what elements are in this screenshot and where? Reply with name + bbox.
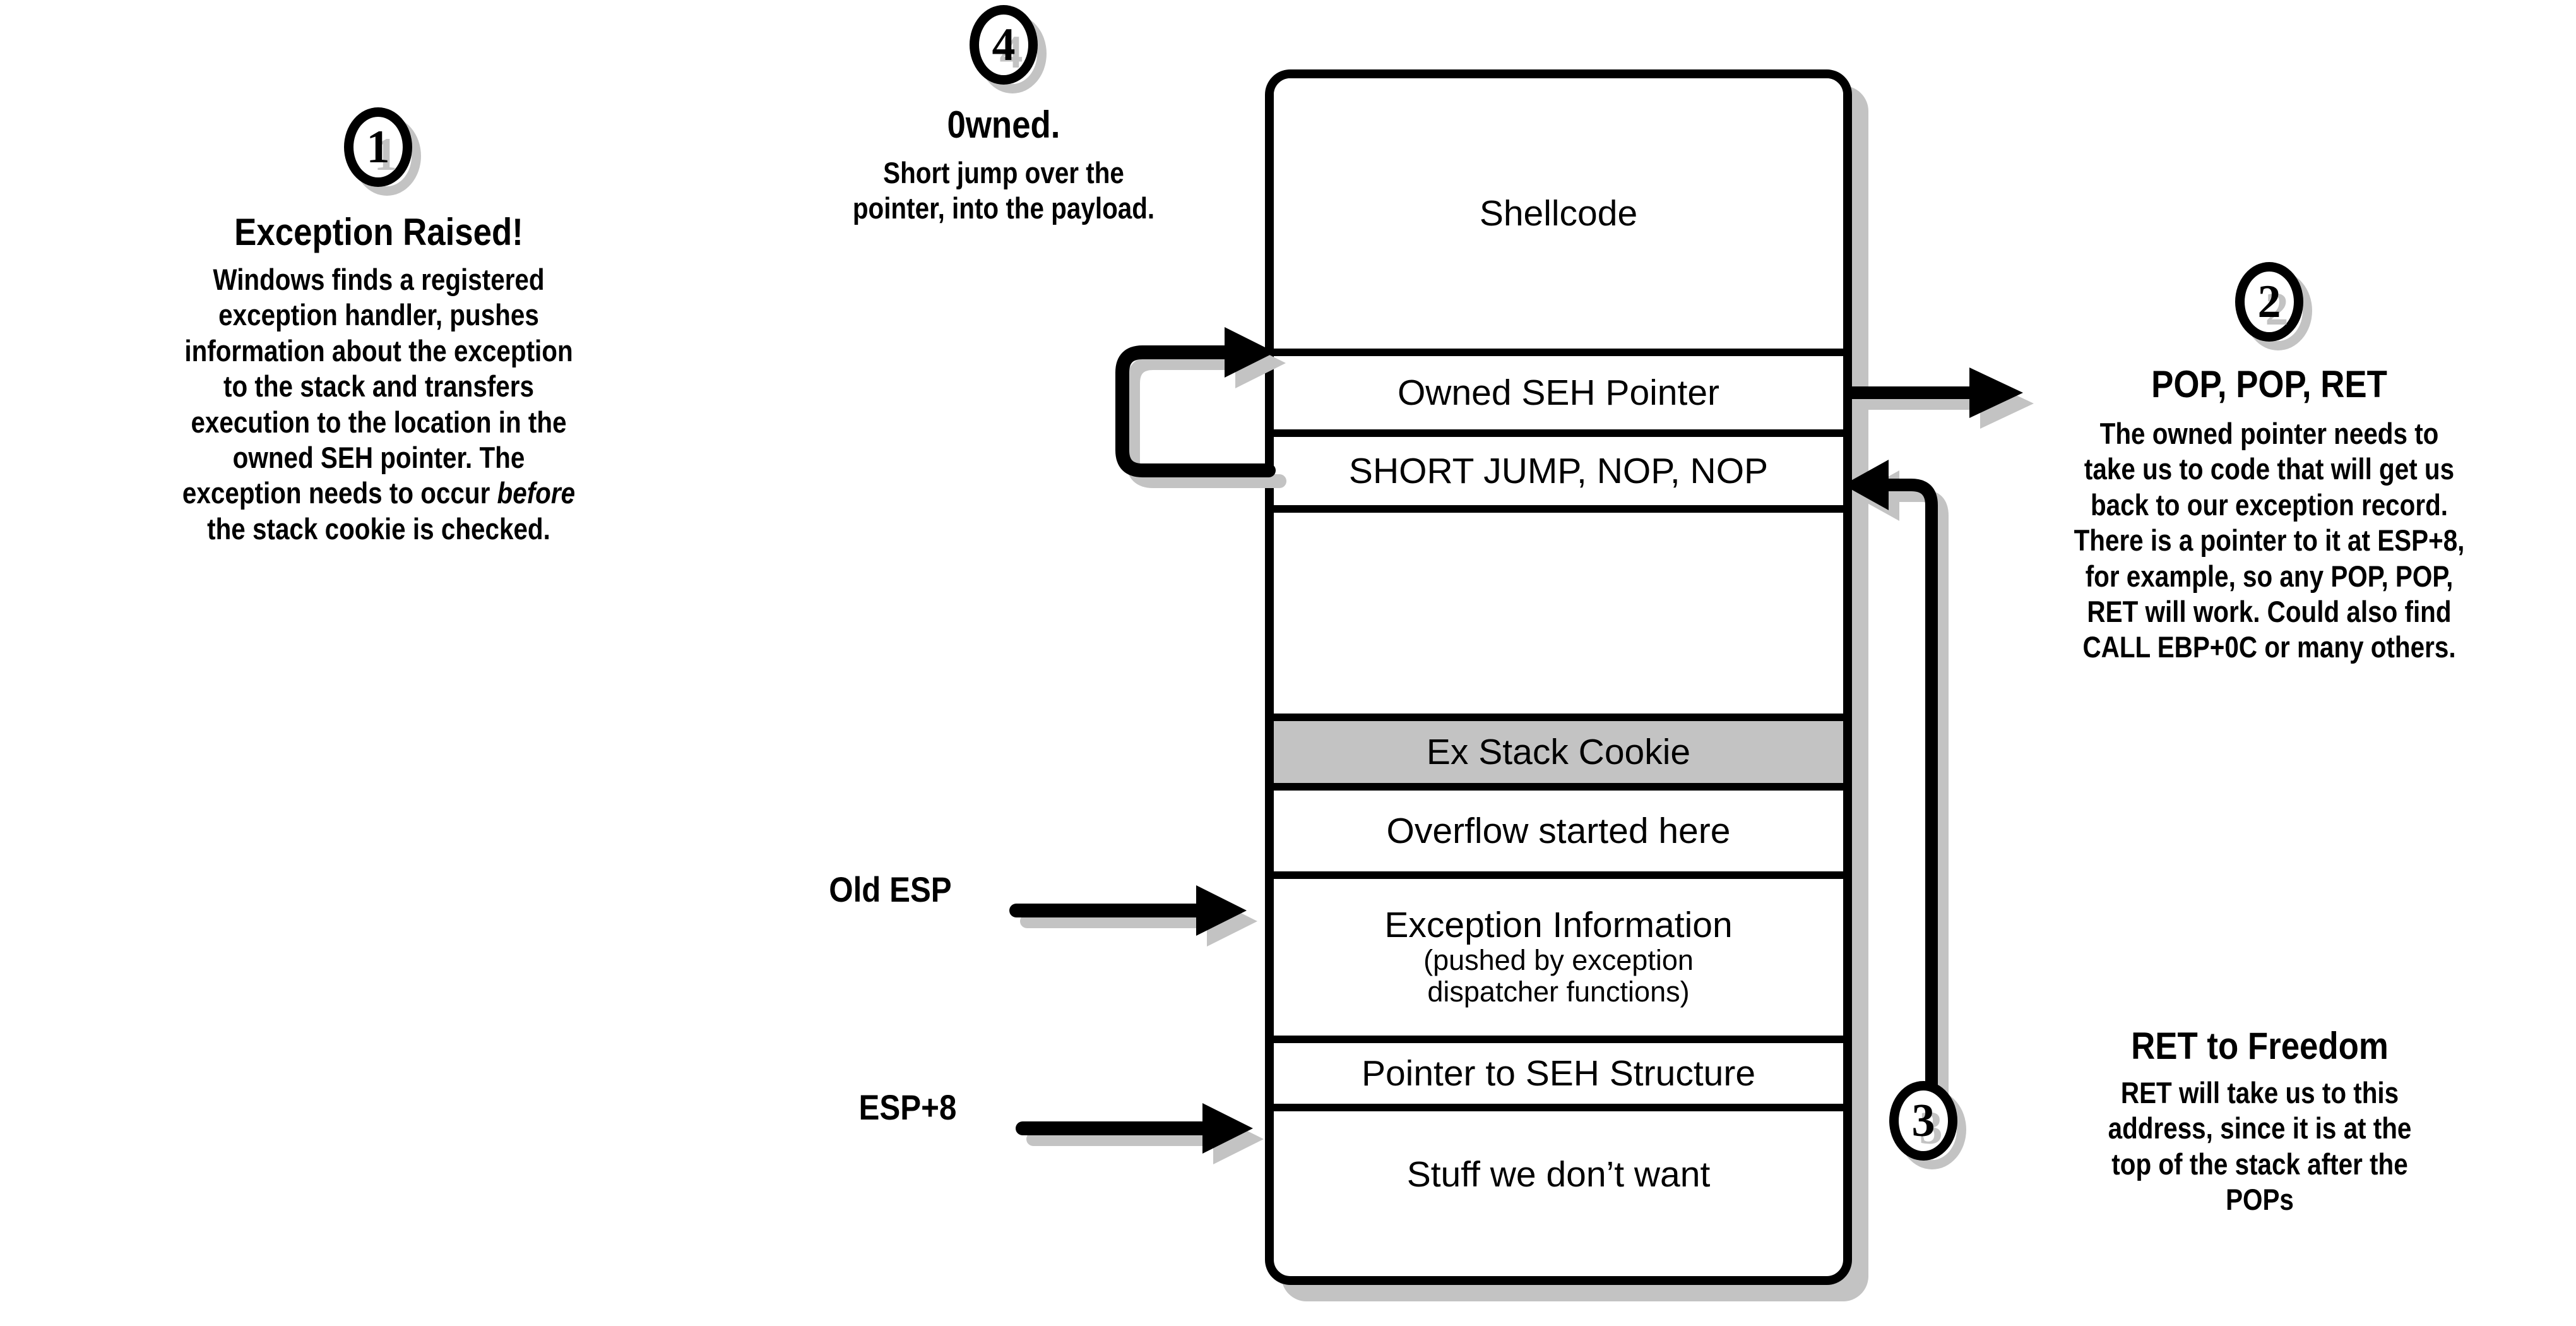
step-1-body-line: to the stack and transfers xyxy=(223,369,534,403)
step-1-heading: Exception Raised! xyxy=(234,211,523,253)
stack-row-label: Overflow started here xyxy=(1386,810,1731,851)
pointer-esp-plus-8-label: ESP+8 xyxy=(858,1087,957,1127)
step-1-body-line: the stack cookie is checked. xyxy=(207,511,550,546)
step-4-body-line: pointer, into the payload. xyxy=(852,191,1155,225)
step-4-heading: 0wned. xyxy=(947,104,1060,146)
step-3-body-line: RET will take us to this xyxy=(2120,1076,2399,1109)
arrow-right-icon xyxy=(1009,885,1257,947)
step-3-heading: RET to Freedom xyxy=(2131,1025,2389,1067)
stack-row-ex-stack-cookie: Ex Stack Cookie xyxy=(1274,721,1843,791)
step-1-body-line: execution to the location in the xyxy=(191,405,567,439)
stack-frame: Shellcode Owned SEH Pointer SHORT JUMP, … xyxy=(1265,69,1852,1285)
step-1-body-line: information about the exception xyxy=(184,333,573,367)
stack-row-short-jump: SHORT JUMP, NOP, NOP xyxy=(1274,437,1843,513)
step-3-body: RET will take us to this address, since … xyxy=(2043,1075,2477,1218)
step-1-number: 1 xyxy=(366,121,390,173)
step-1-emphasis: before xyxy=(497,476,576,510)
stack-row-empty xyxy=(1274,513,1843,721)
stack-row-label: SHORT JUMP, NOP, NOP xyxy=(1348,450,1769,491)
pointer-old-esp-label: Old ESP xyxy=(829,869,952,909)
stack-row-label: Stuff we don’t want xyxy=(1406,1154,1711,1195)
arrow-right-icon xyxy=(1843,367,2034,429)
step-2-body-line: back to our exception record. xyxy=(2090,487,2448,522)
step-4-body: Short jump over the pointer, into the pa… xyxy=(814,155,1194,227)
step-4-body-line: Short jump over the xyxy=(883,156,1124,189)
stack-row-label: Pointer to SEH Structure xyxy=(1361,1053,1756,1094)
pointer-old-esp: Old ESP xyxy=(814,869,1257,947)
step-4-badge: 4 4 xyxy=(970,5,1047,93)
step-3-number-shadow: 3 xyxy=(1919,1102,1943,1154)
stack-row-stuff-we-dont-want: Stuff we don’t want xyxy=(1274,1111,1843,1238)
step-1-badge: 1 1 xyxy=(344,107,421,196)
step-2-number: 2 xyxy=(2257,276,2281,328)
step-2-badge: 2 2 xyxy=(2235,262,2312,350)
step-2-body-line: CALL EBP+0C or many others. xyxy=(2082,630,2456,664)
step-2-number-shadow: 2 xyxy=(2265,284,2289,335)
stack-row-label: Owned SEH Pointer xyxy=(1397,372,1720,413)
arrow-left-icon xyxy=(1843,460,1949,1116)
step-2-body: The owned pointer needs to take us to co… xyxy=(2033,416,2505,666)
stack-row-shellcode: Shellcode xyxy=(1274,78,1843,356)
step-3-body-line: address, since it is at the xyxy=(2108,1111,2412,1145)
step-2-body-line: There is a pointer to it at ESP+8, xyxy=(2074,523,2465,558)
step-3-body-line: POPs xyxy=(2226,1183,2294,1217)
step-3-number: 3 xyxy=(1911,1095,1935,1147)
step-1-body-line-italic: exception needs to occur before xyxy=(102,475,655,511)
pointer-esp-plus-8: ESP+8 xyxy=(846,1087,1264,1165)
stack-row-label: Exception Information xyxy=(1384,905,1733,946)
step-2-body-line: for example, so any POP, POP, xyxy=(2085,559,2454,593)
step-1-body-line-text: exception needs to occur xyxy=(182,476,497,510)
step-1-body-line: owned SEH pointer. The xyxy=(232,440,525,474)
stack-diagram: Shellcode Owned SEH Pointer SHORT JUMP, … xyxy=(1265,69,1868,1301)
stack-row-owned-seh-pointer: Owned SEH Pointer xyxy=(1274,356,1843,437)
stack-row-sublabel: (pushed by exception dispatcher function… xyxy=(1423,943,1694,1008)
stack-row-label: Shellcode xyxy=(1479,193,1638,234)
step-4-number: 4 xyxy=(992,19,1016,71)
stack-row-pointer-to-seh-structure: Pointer to SEH Structure xyxy=(1274,1043,1843,1111)
step-2-body-line: RET will work. Could also find xyxy=(2087,594,2452,628)
step-2-body-line: The owned pointer needs to xyxy=(2099,417,2439,450)
step-1-body: Windows finds a registered exception han… xyxy=(102,262,655,547)
step-3-badge: 3 3 xyxy=(1889,1081,1966,1169)
step-2-body-line: take us to code that will get us xyxy=(2084,452,2455,486)
step-1-body-line: Windows finds a registered xyxy=(213,263,545,296)
loop-arrow-icon xyxy=(1115,327,1286,488)
step-1-body-line: exception handler, pushes xyxy=(218,298,539,332)
step-2-heading: POP, POP, RET xyxy=(2151,363,2387,405)
arrow-right-icon xyxy=(1016,1103,1264,1164)
stack-row-overflow-started-here: Overflow started here xyxy=(1274,791,1843,879)
step-4-number-shadow: 4 xyxy=(999,27,1023,78)
stack-row-exception-information: Exception Information (pushed by excepti… xyxy=(1274,879,1843,1043)
step-3-body-line: top of the stack after the xyxy=(2111,1147,2408,1181)
stack-row-label: Ex Stack Cookie xyxy=(1426,731,1691,772)
step-1-number-shadow: 1 xyxy=(374,129,398,181)
